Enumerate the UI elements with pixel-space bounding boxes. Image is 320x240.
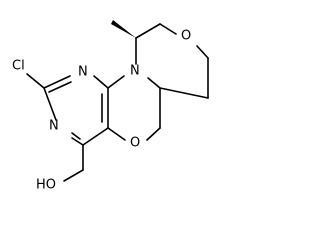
bond-ch2-o (159, 23, 177, 35)
bond-c4-n3 (71, 137, 84, 146)
atom-o-oxazine: O (130, 136, 140, 151)
bond-chme-ch2 (135, 23, 161, 39)
bond-n-c9a (107, 75, 125, 89)
bond-n1-c9a (93, 75, 109, 89)
atom-cl: Cl (12, 59, 25, 74)
bond-c2-n1 (43, 75, 71, 89)
bond-c2-n1-second (48, 81, 72, 93)
bond-ch2-oh (63, 169, 84, 182)
atom-ho: HO (36, 178, 56, 193)
atom-n-ring: N (130, 64, 140, 79)
bond-o-ch2 (146, 127, 161, 141)
atom-n-bottom: N (49, 119, 59, 134)
chemical-structure: Cl N N N O O HO (12, 20, 209, 193)
methyl-wedge (111, 20, 136, 38)
atom-o-morpholine: O (181, 29, 191, 44)
bond-c4a-c4 (82, 127, 109, 146)
atom-n-top: N (78, 65, 88, 80)
bond-lines (26, 23, 209, 182)
bond-ch2-ch (159, 87, 209, 99)
bond-cl-c2 (26, 73, 45, 89)
atom-labels: Cl N N N O O HO (12, 29, 191, 193)
bond-c4a-o (107, 127, 126, 141)
bond-o-ch2-2 (196, 45, 209, 59)
bond-ch-n (147, 77, 161, 89)
bond-n3-c2 (43, 87, 57, 121)
bond-c4-n3-second (71, 132, 81, 140)
